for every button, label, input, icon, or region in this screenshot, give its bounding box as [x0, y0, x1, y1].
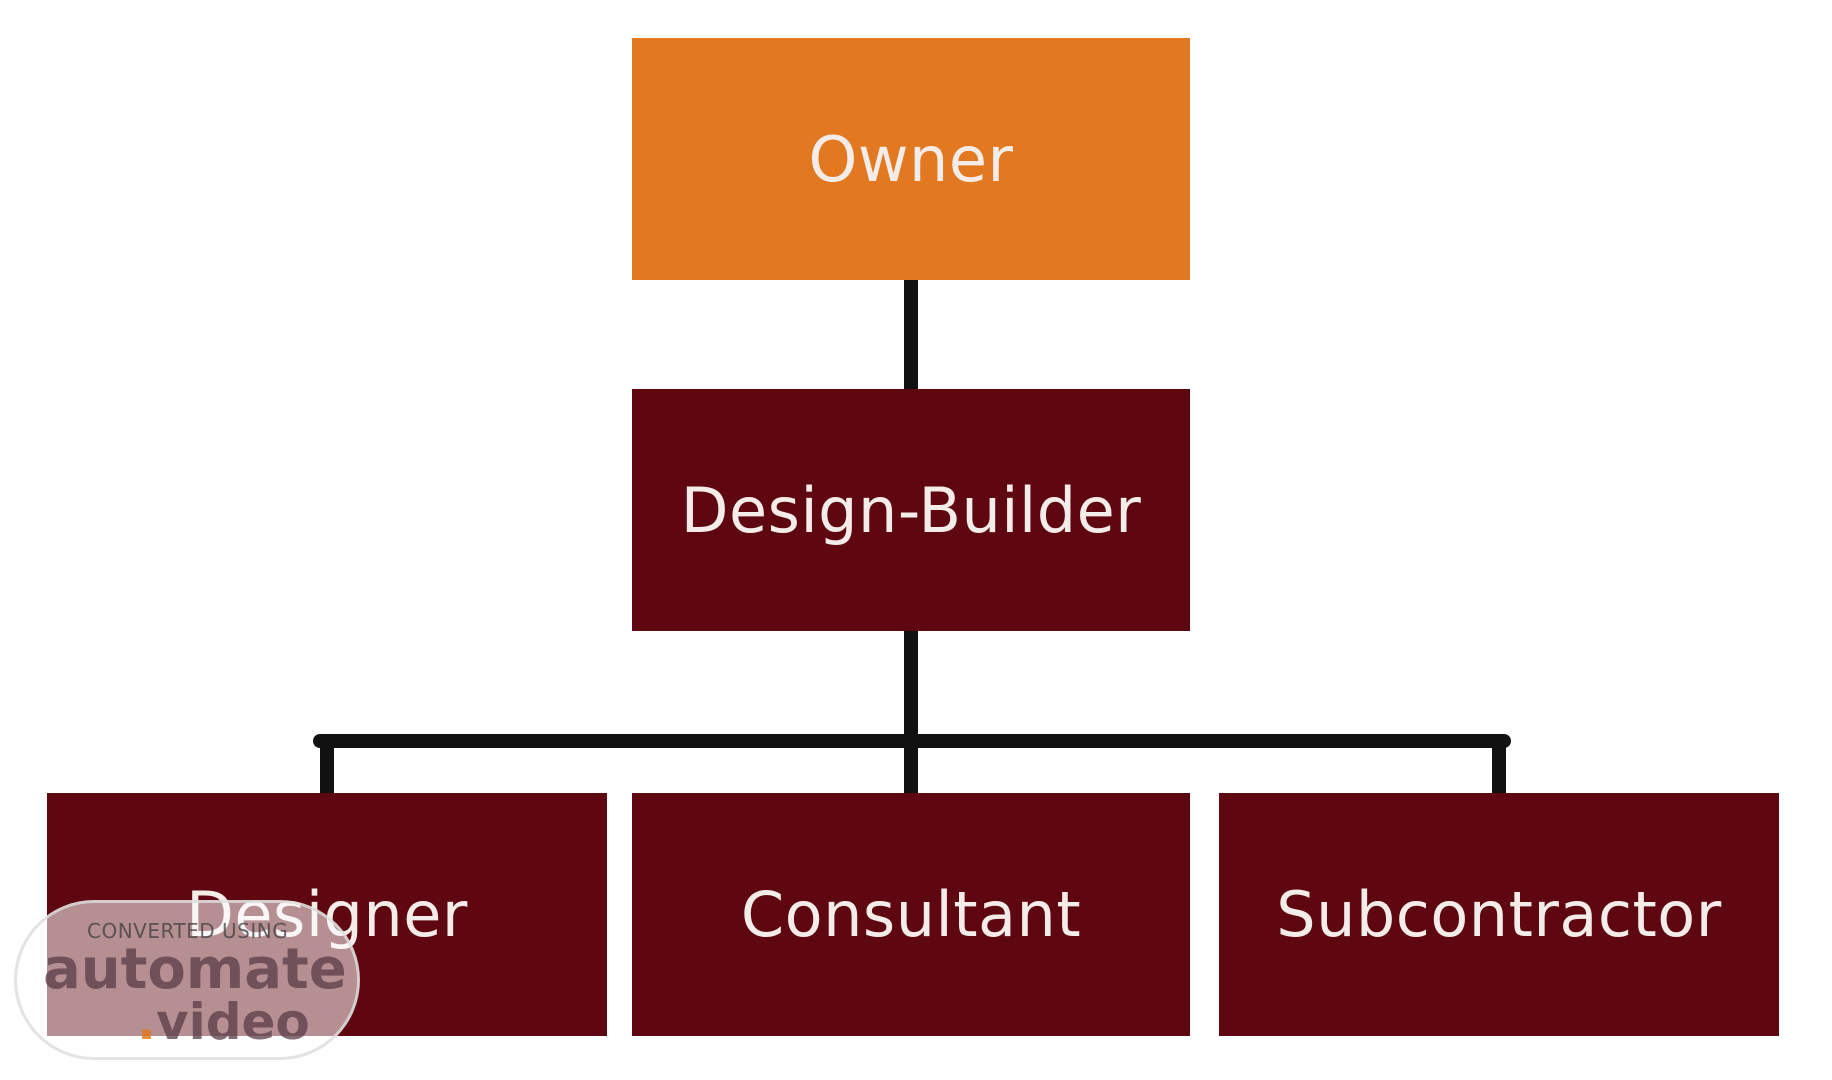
watermark-badge: CONVERTED USING automate .video: [14, 900, 360, 1060]
watermark-brand-suffix: video: [156, 993, 310, 1051]
watermark-top-text: CONVERTED USING: [87, 919, 289, 943]
node-subcontractor-label: Subcontractor: [1276, 878, 1722, 951]
node-design-builder-label: Design-Builder: [680, 473, 1142, 547]
watermark-dot: .: [137, 993, 156, 1051]
node-owner: Owner: [632, 38, 1190, 280]
node-subcontractor: Subcontractor: [1219, 793, 1779, 1036]
watermark-brand: automate: [43, 937, 347, 1002]
node-consultant: Consultant: [632, 793, 1190, 1036]
node-consultant-label: Consultant: [740, 878, 1082, 951]
node-owner-label: Owner: [808, 122, 1014, 196]
node-design-builder: Design-Builder: [632, 389, 1190, 631]
watermark-brand-suffix-wrap: .video: [137, 993, 310, 1051]
